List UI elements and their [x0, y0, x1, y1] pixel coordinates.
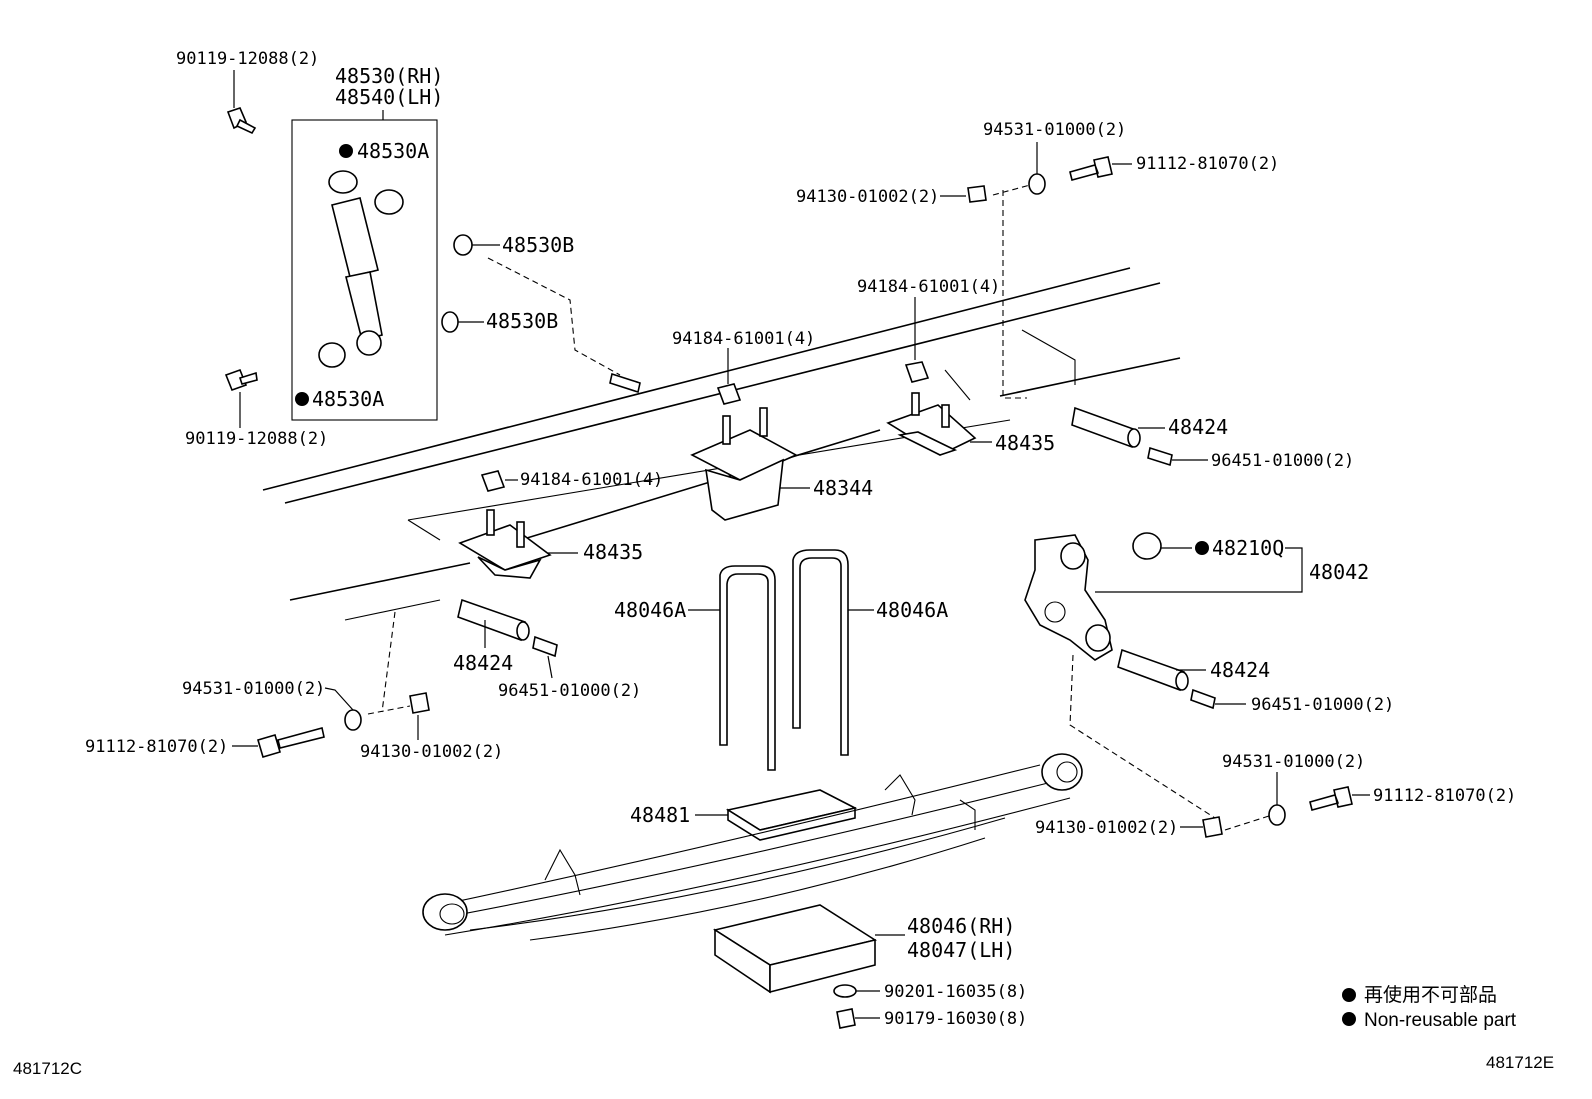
label-shackle: 48042	[1309, 560, 1369, 584]
label-nut-top-right: 94130-01002(2)	[796, 187, 939, 207]
label-absorber-lh: 48540(LH)	[335, 85, 443, 109]
washer-48530b-bottom	[441, 311, 459, 333]
figure-code-left: 481712C	[13, 1059, 82, 1078]
label-bolt-top-left: 90119-12088(2)	[176, 49, 319, 69]
nut-right	[1202, 816, 1223, 838]
bump-stopper-right	[886, 392, 992, 456]
label-washer-right: 94531-01000(2)	[1222, 752, 1365, 772]
label-nut-seat: 90179-16030(8)	[884, 1009, 1027, 1029]
label-pin-left: 48424	[453, 651, 513, 675]
washer-48530b-top	[453, 234, 473, 256]
label-bolt-left: 91112-81070(2)	[85, 737, 228, 757]
shackle-pin-left	[457, 598, 530, 648]
legend-jp: 再使用不可部品	[1364, 984, 1497, 1006]
figure-code-right: 481712E	[1486, 1053, 1554, 1072]
legend-bullet	[1342, 1012, 1356, 1026]
label-washer-left: 94531-01000(2)	[182, 679, 325, 699]
washer-right	[1268, 804, 1286, 826]
label-spacer: 48481	[630, 803, 690, 827]
bushing-48210q	[1132, 532, 1162, 560]
grease-fitting-right	[1190, 688, 1216, 710]
washer-left	[344, 709, 362, 731]
bolt-top-right	[1069, 156, 1113, 181]
legend-en: Non-reusable part	[1364, 1010, 1517, 1031]
u-bolt-left	[688, 565, 776, 771]
label-nut-bumper-center: 94184-61001(4)	[672, 329, 815, 349]
washer-seat	[833, 984, 857, 998]
nut-left	[409, 692, 430, 714]
label-washer-b-bottom: 48530B	[486, 309, 558, 333]
label-bumper-left: 48435	[583, 540, 643, 564]
bolt-right	[1309, 786, 1353, 811]
spring-seat	[712, 904, 905, 994]
u-bolt-right	[792, 549, 874, 756]
label-bolt-right: 91112-81070(2)	[1373, 786, 1516, 806]
grease-fitting-upper-right	[1147, 446, 1173, 467]
flange-bolt-top	[226, 70, 257, 135]
label-pin-right: 48424	[1210, 658, 1270, 682]
grease-fitting-left	[532, 635, 558, 658]
label-bolt-lower-left: 90119-12088(2)	[185, 429, 328, 449]
label-seat-rh: 48046(RH)	[907, 914, 1015, 938]
bolt-left	[257, 727, 325, 758]
label-nut-right: 94130-01002(2)	[1035, 818, 1178, 838]
label-grease-upper-right: 96451-01000(2)	[1211, 451, 1354, 471]
non-reusable-marker	[1195, 541, 1209, 555]
spring-spacer	[695, 789, 858, 841]
label-ubolt-left: 48046A	[614, 598, 686, 622]
shackle-pin-right	[1117, 648, 1206, 692]
label-bumper-right: 48435	[995, 431, 1055, 455]
non-reusable-marker	[339, 144, 353, 158]
nut-seat	[836, 1008, 856, 1029]
label-bushing-q: 48210Q	[1212, 536, 1284, 560]
shock-absorber	[291, 110, 438, 421]
spring-shackle	[1024, 534, 1113, 661]
label-nut-bumper-left: 94184-61001(4)	[520, 470, 663, 490]
label-washer-b-top: 48530B	[502, 233, 574, 257]
nut-bumper-left	[480, 470, 506, 492]
leaf-spring	[422, 753, 1083, 941]
label-absorber-rh: 48530(RH)	[335, 64, 443, 88]
washer-top-right	[1028, 173, 1046, 195]
label-washer-seat: 90201-16035(8)	[884, 982, 1027, 1002]
label-grease-right: 96451-01000(2)	[1251, 695, 1394, 715]
label-grease-left: 96451-01000(2)	[498, 681, 641, 701]
label-ubolt-right: 48046A	[876, 598, 948, 622]
frame-rail	[262, 267, 1181, 621]
label-pin-upper-right: 48424	[1168, 415, 1228, 439]
label-nut-left: 94130-01002(2)	[360, 742, 503, 762]
label-nut-bumper-right: 94184-61001(4)	[857, 277, 1000, 297]
shock-mount-pin	[609, 372, 641, 394]
bump-stopper-center	[690, 407, 810, 521]
label-bumper-center: 48344	[813, 476, 873, 500]
nut-top-right	[967, 185, 987, 203]
label-washer-top-right: 94531-01000(2)	[983, 120, 1126, 140]
bump-stopper-left	[458, 509, 578, 579]
non-reusable-marker	[295, 392, 309, 406]
label-seat-lh: 48047(LH)	[907, 938, 1015, 962]
nut-bumper-center	[716, 383, 742, 405]
shackle-pin-upper-right	[1071, 406, 1165, 449]
label-bushing-a-top: 48530A	[357, 139, 429, 163]
legend-bullet	[1342, 988, 1356, 1002]
flange-bolt-bottom	[224, 368, 258, 428]
label-bushing-a-bottom: 48530A	[312, 387, 384, 411]
assembly-guide-lines	[367, 184, 1273, 831]
nut-bumper-right	[904, 361, 930, 383]
label-bolt-top-right: 91112-81070(2)	[1136, 154, 1279, 174]
